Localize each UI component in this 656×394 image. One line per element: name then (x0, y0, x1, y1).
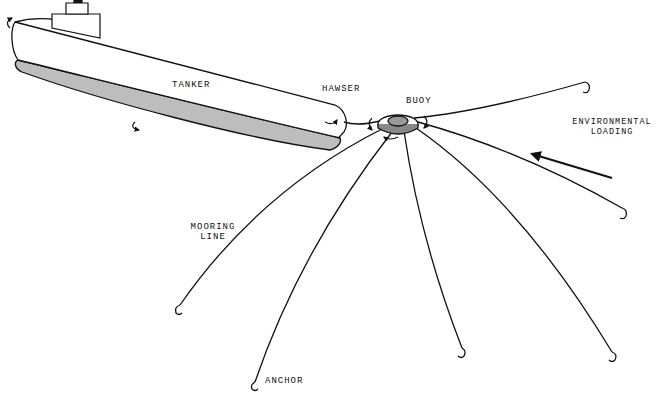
part-label: HAWSER (322, 84, 360, 94)
load-arrow (532, 154, 612, 178)
anchor-symbols (176, 82, 627, 391)
part-label: MOORING LINE (178, 222, 248, 243)
buoy (378, 115, 418, 134)
mooring-lines (180, 82, 622, 382)
part-label: BUOY (406, 96, 432, 106)
load-label: ENVIRONMENTAL LOADING (572, 118, 652, 138)
motion-arrows (7, 18, 427, 139)
part-label: ANCHOR (265, 376, 303, 386)
hawser-line (344, 121, 380, 124)
superstructure (52, 0, 100, 38)
part-label: TANKER (172, 80, 210, 90)
tanker-hull (12, 19, 346, 150)
